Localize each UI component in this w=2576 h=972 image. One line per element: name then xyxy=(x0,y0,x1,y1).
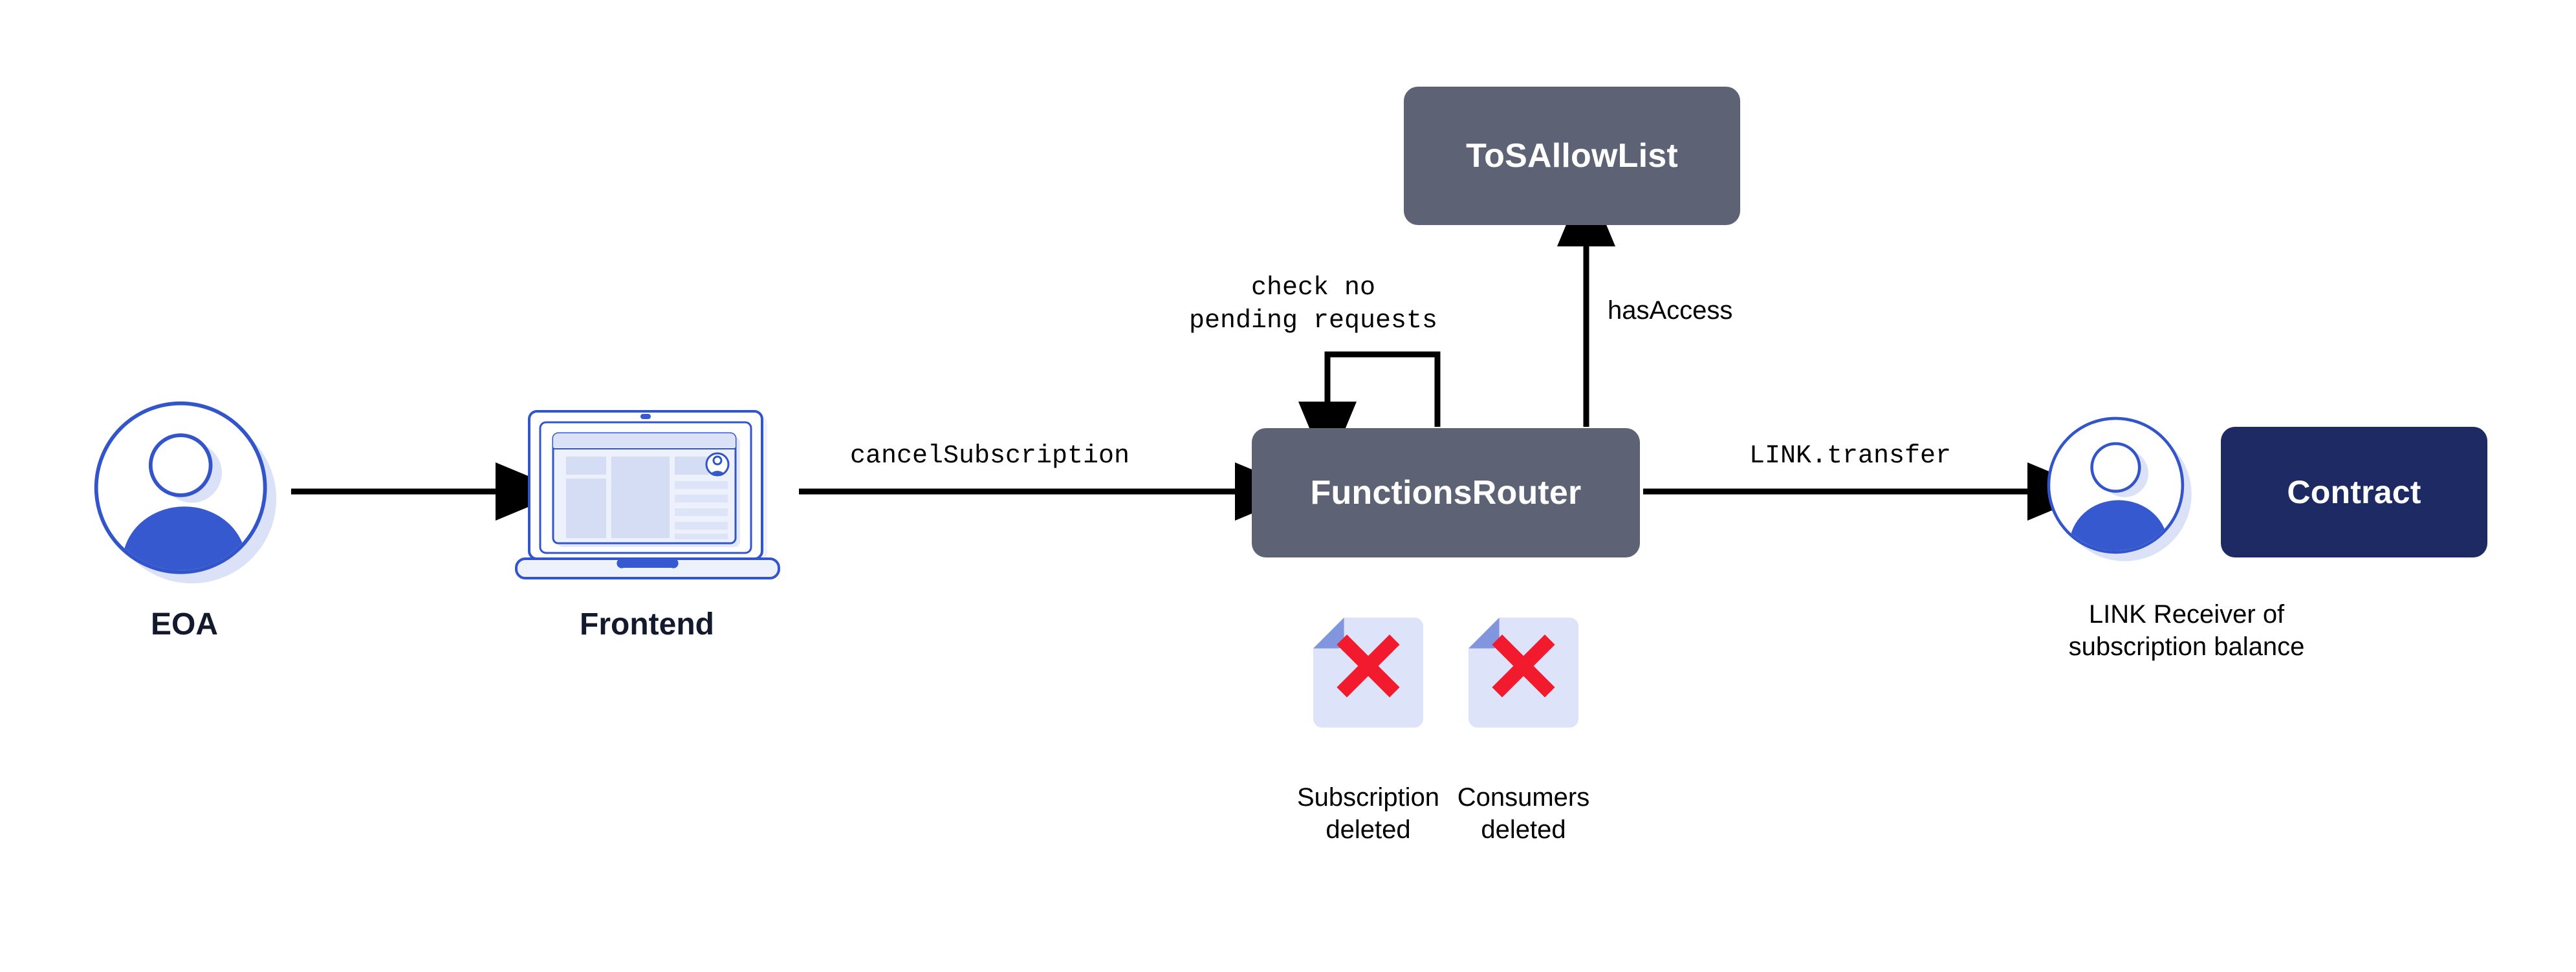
edge-label-has-access: hasAccess xyxy=(1608,296,1733,325)
file-deleted-icon xyxy=(1468,618,1578,728)
edge-label-link-transfer: LINK.transfer xyxy=(1749,442,1952,471)
consumers-deleted-label: Consumers deleted xyxy=(1457,783,1590,845)
laptop-icon xyxy=(515,410,780,579)
edge-label-check-pending-requests: check no pending requests xyxy=(1188,274,1438,336)
tos-allowlist-node[interactable]: ToSAllowList xyxy=(1404,87,1740,225)
subscription-deleted-label: Subscription deleted xyxy=(1296,783,1440,845)
eoa-label: EOA xyxy=(150,607,218,642)
edge-router-self-loop xyxy=(1298,351,1441,471)
frontend-label: Frontend xyxy=(580,607,714,642)
red-x-icon xyxy=(1492,634,1555,698)
link-receiver-label: LINK Receiver of subscription balance xyxy=(2068,600,2305,662)
functions-router-node[interactable]: FunctionsRouter xyxy=(1252,428,1640,557)
user-avatar-icon xyxy=(94,401,277,584)
red-x-icon xyxy=(1337,634,1400,698)
edge-label-cancel-subscription: cancelSubscription xyxy=(849,442,1130,471)
file-deleted-icon xyxy=(1313,618,1423,728)
contract-node[interactable]: Contract xyxy=(2221,427,2487,557)
user-avatar-icon xyxy=(2047,416,2192,561)
